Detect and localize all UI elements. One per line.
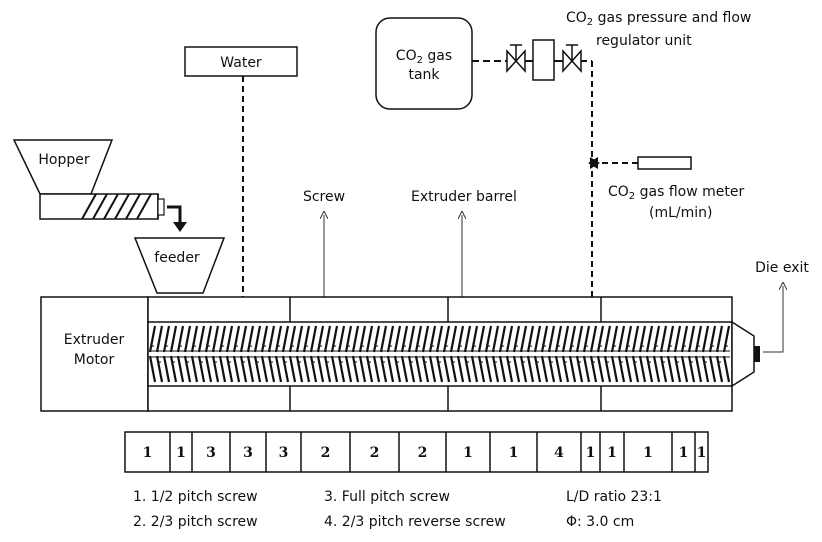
water-box: Water: [184, 46, 298, 77]
screw-segment-label: 3: [243, 445, 253, 461]
screw-segment-label: 1: [176, 445, 186, 461]
flow-meter: [588, 156, 692, 170]
screw-label: Screw: [303, 189, 345, 205]
barrel-label: Extruder barrel: [411, 189, 517, 205]
screw-segment-label: 3: [279, 445, 289, 461]
legend-item-4: 4. 2/3 pitch reverse screw: [324, 514, 506, 530]
screw-segment-label: 1: [643, 445, 653, 461]
co2-tank-label-line2: tank: [408, 67, 440, 83]
screw-segment-label: 1: [586, 445, 596, 461]
valve-icon: [562, 44, 582, 73]
hopper-label: Hopper: [38, 152, 89, 168]
feeder: feeder: [133, 237, 226, 294]
co2-tank-label-line1: CO2 gas: [396, 48, 452, 66]
water-label: Water: [220, 55, 262, 71]
legend-item-2: 2. 2/3 pitch screw: [133, 514, 258, 530]
legend-ld-ratio: L/D ratio 23:1: [566, 489, 662, 505]
hopper: Hopper: [12, 139, 114, 195]
motor-label-line2: Motor: [74, 352, 115, 368]
screw-segment-label: 2: [321, 445, 331, 461]
screw-segment-label: 2: [370, 445, 380, 461]
extruder-barrel: Extruder Motor: [40, 296, 760, 412]
legend-item-1: 1. 1/2 pitch screw: [133, 489, 258, 505]
flow-meter-label-line1: CO2 gas flow meter: [608, 184, 744, 202]
regulator-box: [532, 39, 555, 81]
feed-arrow-icon: [167, 205, 182, 224]
legend-item-3: 3. Full pitch screw: [324, 489, 450, 505]
screw-flights: [148, 325, 731, 383]
screw-segment-label: 1: [607, 445, 617, 461]
die-exit-arrow: [763, 286, 783, 353]
screw-segment-label: 2: [418, 445, 428, 461]
screw-segment-label: 1: [509, 445, 519, 461]
screw-segment-label: 3: [206, 445, 216, 461]
screw-segment-label: 1: [679, 445, 689, 461]
legend-diameter: Φ: 3.0 cm: [566, 514, 635, 530]
flow-meter-label-line2: (mL/min): [649, 205, 712, 221]
regulator-label-line1: CO2 gas pressure and flow: [566, 10, 751, 28]
die: [731, 320, 755, 388]
screw-segment-label: 4: [554, 445, 564, 461]
die-exit-label: Die exit: [755, 260, 809, 276]
feed-screw: [39, 193, 165, 220]
screw-segment-label: 1: [697, 445, 707, 461]
co2-tank: CO2 gas tank: [375, 17, 473, 110]
feeder-label: feeder: [154, 250, 200, 266]
regulator-label-line2: regulator unit: [596, 33, 692, 49]
valve-icon: [506, 44, 526, 73]
screw-segment-label: 1: [143, 445, 153, 461]
motor-label-line1: Extruder: [64, 332, 125, 348]
screw-segment-label: 1: [463, 445, 473, 461]
